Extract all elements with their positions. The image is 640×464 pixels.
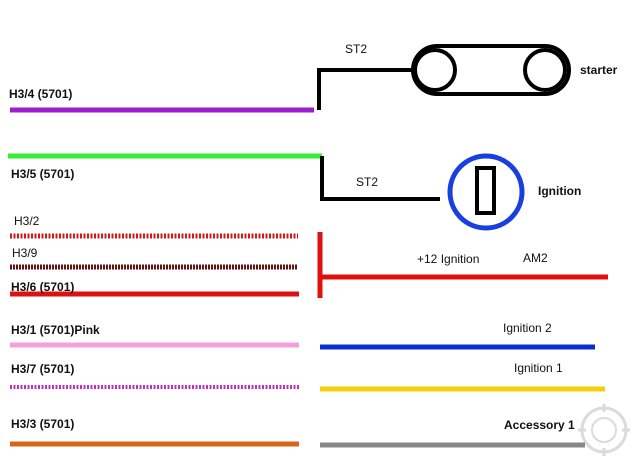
label-h3-2: H3/2 [14, 214, 40, 228]
wire-st2-ignition [320, 156, 440, 201]
label-accessory-1: Accessory 1 [504, 418, 575, 432]
wire-st2-starter [317, 68, 412, 110]
label-h3-5: H3/5 (5701) [11, 167, 74, 181]
label-ignition-1: Ignition 1 [514, 361, 563, 375]
label-h3-6: H3/6 (5701) [11, 280, 74, 294]
starter-icon [411, 44, 571, 96]
label-plus12-ignition: +12 Ignition [417, 252, 479, 266]
label-h3-3: H3/3 (5701) [11, 417, 74, 431]
label-ignition-2: Ignition 2 [503, 321, 552, 335]
label-ignition: Ignition [538, 184, 581, 198]
watermark-logo-icon [578, 404, 630, 456]
label-am2: AM2 [523, 251, 548, 265]
label-h3-9: H3/9 [12, 246, 38, 260]
label-starter: starter [580, 63, 618, 77]
label-h3-4: H3/4 (5701) [9, 87, 72, 101]
label-st2-mid: ST2 [356, 175, 378, 189]
label-h3-7: H3/7 (5701) [11, 362, 74, 376]
ignition-icon [447, 153, 525, 231]
label-st2-top: ST2 [345, 42, 367, 56]
label-h3-1: H3/1 (5701)Pink [11, 323, 100, 337]
